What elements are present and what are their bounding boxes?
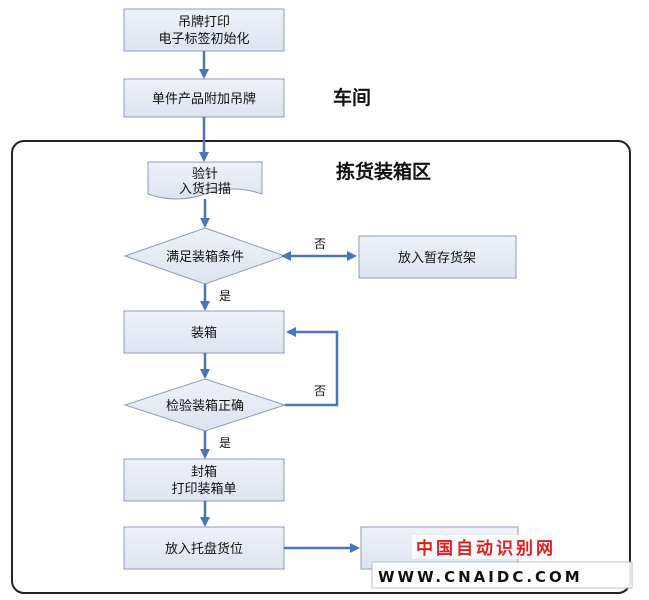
packing-zone-label: 拣货装箱区 [336, 160, 431, 183]
packing-zone-frame [11, 140, 631, 594]
temp-shelf-text: 放入暂存货架 [398, 250, 476, 266]
temp-shelf-box [358, 235, 517, 279]
label-yes-condition: 是 [219, 289, 231, 303]
print-tag-line2: 电子标签初始化 [158, 31, 249, 47]
watermark: 中国自动识别网 WWW.CNAIDC.COM [371, 535, 633, 589]
attach-tag-box [123, 78, 285, 118]
check-text: 检验装箱正确 [166, 398, 244, 414]
label-no-condition: 否 [314, 237, 326, 251]
workshop-label: 车间 [333, 86, 371, 109]
packing-box [123, 310, 285, 354]
condition-text: 满足装箱条件 [166, 249, 244, 265]
attach-tag-text: 单件产品附加吊牌 [152, 91, 256, 107]
seal-box [123, 458, 285, 502]
seal-line2: 打印装箱单 [171, 481, 236, 497]
packing-text: 装箱 [191, 325, 217, 341]
scan-line2: 入货扫描 [179, 181, 231, 197]
watermark-cn: 中国自动识别网 [416, 538, 556, 559]
watermark-url: WWW.CNAIDC.COM [378, 568, 583, 586]
pallet-text: 放入托盘货位 [165, 541, 243, 557]
scan-line1: 验针 [192, 166, 218, 182]
pallet-box [123, 526, 285, 570]
arrow-check-back-to-packing [285, 327, 339, 407]
print-tag-box [123, 8, 285, 52]
label-yes-check: 是 [219, 436, 231, 450]
seal-line1: 封箱 [191, 464, 217, 480]
scan-box [147, 161, 263, 200]
print-tag-line1: 吊牌打印 [178, 14, 230, 30]
label-no-check: 否 [314, 384, 326, 398]
